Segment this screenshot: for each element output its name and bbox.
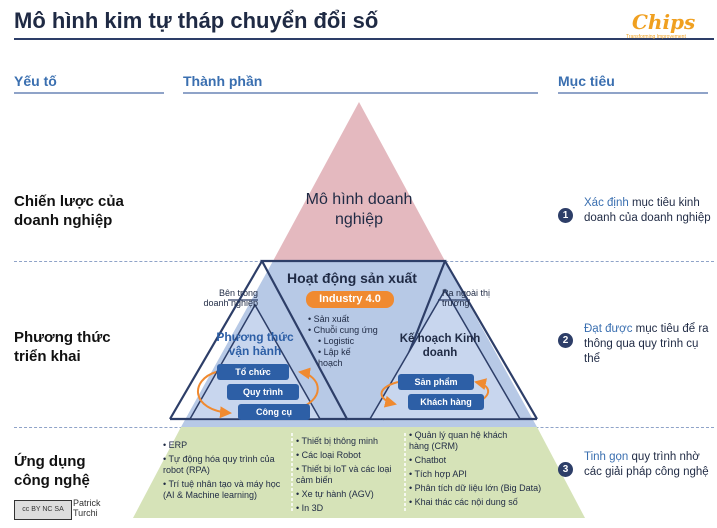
- tech-item: • Chatbot: [409, 455, 447, 465]
- btn-tools: Công cụ: [238, 404, 310, 420]
- inside-label: Bên trong doanh nghiệp: [203, 288, 258, 308]
- tech-item: • Thiết bị thông minh: [296, 436, 379, 446]
- right-title: Kế hoạch Kinh doanh: [399, 333, 481, 359]
- outside-label: Ra ngoài thị trường: [442, 288, 491, 308]
- tech-column-3: • Quản lý quan hệ khách hàng (CRM) • Cha…: [409, 430, 559, 508]
- column-underline-component: [183, 92, 538, 94]
- tech-item: • Các loại Robot: [296, 450, 361, 460]
- goal-number-2: 2: [558, 333, 573, 348]
- tech-item: • Khai thác các nội dung số: [409, 497, 518, 507]
- chips-logo: Chips: [632, 10, 696, 34]
- pyramid-bottom-tier: [133, 427, 585, 518]
- tech-item: • Quản lý quan hệ khách hàng (CRM): [409, 430, 508, 451]
- row-label-tech: Ứng dụng công nghệ: [14, 453, 90, 489]
- column-underline-factor: [14, 92, 164, 94]
- ops-list: • Sản xuất • Chuỗi cung ứng • Logistic •…: [308, 314, 388, 369]
- tech-item: • Xe tự hành (AGV): [296, 489, 374, 499]
- industry-badge: Industry 4.0: [306, 291, 394, 308]
- title-divider: [14, 38, 714, 40]
- goal-3: Tinh gọn quy trình nhờ các giải pháp côn…: [584, 451, 709, 478]
- btn-process: Quy trình: [227, 384, 299, 400]
- author-name: Patrick Turchi: [73, 498, 101, 518]
- ops-item: • Chuỗi cung ứng: [308, 325, 378, 335]
- tech-column-1: • ERP • Tự động hóa quy trình của robot …: [163, 440, 289, 501]
- btn-organization: Tổ chức: [217, 364, 289, 380]
- pyramid-top-tier: [273, 102, 445, 261]
- left-title: Phương thức vận hành: [216, 330, 294, 358]
- goal-number-1: 1: [558, 208, 573, 223]
- btn-customer: Khách hàng: [408, 394, 484, 410]
- row-label-strategy: Chiến lược của doanh nghiệp: [14, 193, 124, 229]
- page-title: Mô hình kim tự tháp chuyển đổi số: [14, 8, 379, 33]
- tech-item: • Tự động hóa quy trình của robot (RPA): [163, 454, 275, 475]
- tech-item: • Thiết bị IoT và các loại cảm biến: [296, 464, 392, 485]
- ops-subitem: • Lập kế hoạch: [318, 347, 351, 368]
- ops-item: • Sản xuất: [308, 314, 350, 324]
- tech-item: • ERP: [163, 440, 188, 450]
- top-tier-label: Mô hình doanh nghiệp: [305, 191, 413, 228]
- creative-commons-badge: cc BY NC SA: [14, 500, 72, 520]
- ops-title: Hoạt động sản xuất: [287, 270, 417, 286]
- goal-number-3: 3: [558, 462, 573, 477]
- tech-item: • Phân tích dữ liệu lớn (Big Data): [409, 483, 542, 493]
- tech-item: • Tích hợp API: [409, 469, 467, 479]
- tech-item: • Trí tuệ nhân tạo và máy học (AI & Mach…: [163, 479, 281, 500]
- column-header-factor: Yếu tố: [14, 73, 57, 89]
- column-header-goal: Mục tiêu: [558, 73, 615, 89]
- tech-column-2: • Thiết bị thông minh • Các loại Robot •…: [296, 436, 402, 514]
- tech-item: • In 3D: [296, 503, 324, 513]
- column-underline-goal: [558, 92, 708, 94]
- logo-tagline: Transforming Improvement: [626, 34, 686, 40]
- ops-subitem: • Logistic: [318, 336, 355, 346]
- row-label-method: Phương thức triển khai: [14, 329, 111, 365]
- goal-1: Xác định mục tiêu kinh doanh của doanh n…: [584, 197, 711, 224]
- goal-2: Đạt được mục tiêu để ra thông qua quy tr…: [584, 323, 709, 365]
- column-header-component: Thành phần: [183, 73, 263, 89]
- btn-product: Sản phẩm: [398, 374, 474, 390]
